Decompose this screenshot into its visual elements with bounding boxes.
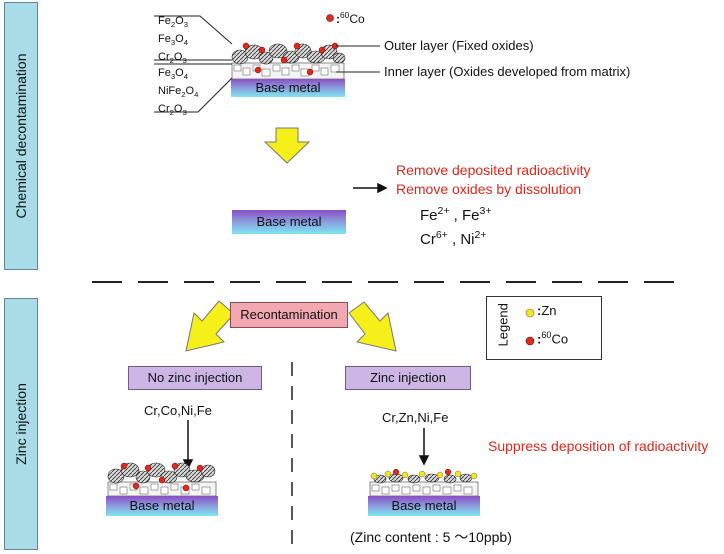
yellow-arrow-right: [348, 301, 397, 352]
black-arrows: [182, 182, 430, 470]
side-label-chemical: Chemical decontamination: [4, 2, 38, 270]
remove-oxides-text: Remove oxides by dissolution: [396, 181, 582, 197]
oxide-cr2o3: Cr2O3: [158, 51, 187, 66]
top-oxide-schematic: [154, 14, 380, 113]
inner-oxide-list: Fe3O4 NiFe2O4 Cr2O3: [158, 66, 198, 121]
zinc-content-text: (Zinc content : 5 〜10ppb): [350, 529, 512, 545]
suppress-text: Suppress deposition of radioactivity: [488, 438, 709, 454]
zn-legend-label: :Zn: [537, 303, 557, 318]
yellow-down-arrow: [263, 127, 311, 164]
legend-box: Legend :Zn :60Co: [486, 296, 602, 360]
inner-layer-label: Inner layer (Oxides developed from matri…: [384, 64, 631, 79]
yellow-arrow-left: [185, 300, 235, 352]
ions-cr-ni: Cr6+ , Ni2+: [420, 229, 487, 248]
top-base-metal: Base metal: [231, 79, 345, 97]
oxide-nife2o4: NiFe2O4: [158, 85, 199, 100]
zn-legend-dot: [525, 308, 535, 318]
outer-layer-label: Outer layer (Fixed oxides): [384, 38, 534, 53]
oxide-fe3o4: Fe3O4: [158, 33, 188, 48]
right-deposit-layer: [369, 468, 479, 497]
outer-oxide-list: Fe2O3 Fe3O4 Cr2O3: [158, 14, 188, 69]
zinc-injection-box: Zinc injection: [345, 366, 471, 390]
co-legend-dot: [525, 336, 535, 346]
side-label-zinc: Zinc injection: [4, 298, 38, 550]
ions-fe: Fe2+ , Fe3+: [420, 205, 492, 224]
left-elements: Cr,Co,Ni,Fe: [144, 403, 212, 418]
middle-base-metal: Base metal: [232, 210, 346, 234]
remove-radioactivity-text: Remove deposited radioactivity: [396, 162, 591, 178]
co-legend-label: :60Co: [537, 330, 569, 347]
no-zinc-box: No zinc injection: [128, 366, 262, 390]
left-deposit-layer: [107, 462, 217, 497]
right-elements: Cr,Zn,Ni,Fe: [382, 410, 449, 425]
bottom-left-base-metal: Base metal: [106, 496, 218, 516]
legend-markers: [525, 308, 535, 346]
recontamination-box: Recontamination: [230, 302, 348, 328]
oxide-fe3o4-inner: Fe3O4: [158, 67, 188, 82]
oxide-fe2o3: Fe2O3: [158, 15, 188, 30]
bottom-right-base-metal: Base metal: [368, 496, 480, 516]
oxide-cr2o3-inner: Cr2O3: [158, 103, 187, 118]
co-legend-top: :60Co: [336, 10, 365, 26]
